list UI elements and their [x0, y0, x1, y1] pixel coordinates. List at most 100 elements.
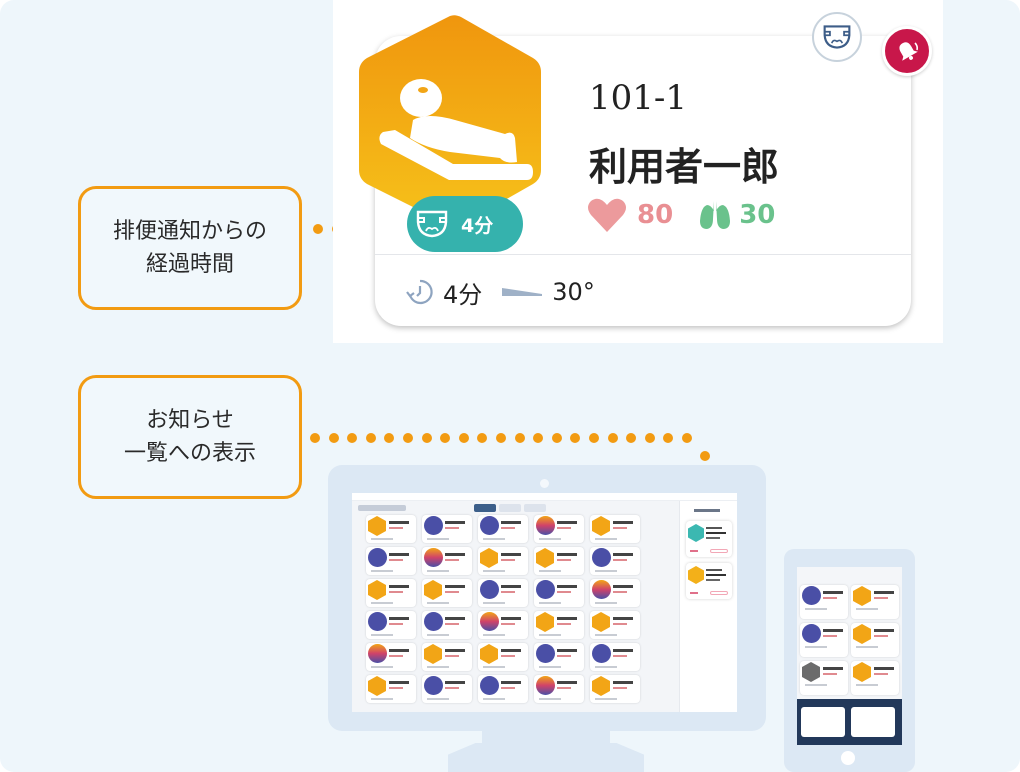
- callout-line: 排便通知からの: [112, 219, 267, 244]
- connector-dot: [514, 433, 525, 443]
- mini-user-card[interactable]: [851, 661, 899, 695]
- mini-user-card[interactable]: [478, 579, 528, 607]
- tablet-notification-popup: [797, 699, 902, 745]
- connector-dot: [570, 433, 581, 443]
- mini-user-card[interactable]: [422, 675, 472, 703]
- connector-dot: [440, 433, 451, 443]
- room-number: 101-1: [589, 78, 688, 118]
- diaper-icon: [823, 25, 851, 49]
- tab-mini[interactable]: [474, 504, 496, 512]
- notification-side-panel: [679, 501, 737, 712]
- connector-dot: [700, 451, 710, 461]
- diaper-notification-badge[interactable]: [812, 12, 862, 62]
- mini-user-card[interactable]: [478, 547, 528, 575]
- connector-dot: [365, 433, 376, 443]
- connector-dot: [644, 433, 655, 443]
- connector-dot: [310, 433, 320, 443]
- mini-user-card[interactable]: [851, 623, 899, 657]
- notification-item[interactable]: [686, 521, 732, 557]
- notification-item[interactable]: [801, 707, 845, 737]
- mini-user-card[interactable]: [590, 643, 640, 671]
- monitor-neck: [482, 731, 610, 743]
- card-footer: 4分 30°: [405, 272, 595, 312]
- mini-user-card[interactable]: [366, 547, 416, 575]
- mini-user-card[interactable]: [534, 675, 584, 703]
- mini-user-card[interactable]: [590, 547, 640, 575]
- connector-dot: [384, 433, 395, 443]
- mini-user-card[interactable]: [422, 579, 472, 607]
- bed-incline-icon: [502, 288, 543, 296]
- mini-user-card[interactable]: [366, 515, 416, 543]
- monitor-stand: [448, 743, 644, 772]
- mini-user-card[interactable]: [590, 579, 640, 607]
- callout-line: 経過時間: [145, 252, 234, 277]
- mini-user-card[interactable]: [851, 585, 899, 619]
- connector-dot: [551, 433, 562, 443]
- heart-rate-value: 80: [637, 200, 674, 230]
- mini-user-card[interactable]: [534, 547, 584, 575]
- desktop-dashboard-screen: [352, 493, 737, 712]
- mini-user-card[interactable]: [800, 623, 848, 657]
- mini-user-card[interactable]: [422, 547, 472, 575]
- tablet-device: [784, 549, 915, 772]
- desktop-monitor: [328, 465, 766, 731]
- mini-user-card[interactable]: [590, 675, 640, 703]
- mini-user-card[interactable]: [534, 611, 584, 639]
- connector-dot: [347, 433, 358, 443]
- diaper-icon: [416, 210, 448, 238]
- connector-dot: [421, 433, 432, 443]
- mini-user-card[interactable]: [366, 643, 416, 671]
- connector-dot: [328, 433, 339, 443]
- tab-mini[interactable]: [499, 504, 521, 512]
- mini-user-card[interactable]: [478, 611, 528, 639]
- window-titlebar: [352, 493, 737, 501]
- notification-item[interactable]: [686, 563, 732, 599]
- mini-user-card[interactable]: [366, 675, 416, 703]
- connector-dot: [477, 433, 488, 443]
- monitor-camera: [540, 479, 549, 488]
- mini-user-card[interactable]: [800, 661, 848, 695]
- mini-user-card[interactable]: [590, 611, 640, 639]
- user-card-grid: [366, 515, 646, 711]
- side-panel-title: [694, 509, 720, 512]
- mini-user-card[interactable]: [422, 643, 472, 671]
- alarm-badge[interactable]: [882, 26, 932, 76]
- tab-mini[interactable]: [524, 504, 546, 512]
- mini-user-card[interactable]: [534, 515, 584, 543]
- mini-user-card[interactable]: [478, 675, 528, 703]
- timer-icon: [406, 279, 433, 305]
- callout-line: お知らせ: [146, 408, 234, 433]
- dashboard-toolbar: [358, 504, 658, 515]
- respiration-rate: 30: [699, 199, 775, 231]
- mini-user-card[interactable]: [422, 611, 472, 639]
- mini-user-card[interactable]: [534, 579, 584, 607]
- connector-dot: [589, 433, 599, 443]
- callout-elapsed-time: 排便通知からの 経過時間: [78, 186, 302, 310]
- connector-dot: [403, 433, 413, 443]
- mini-user-card[interactable]: [366, 579, 416, 607]
- mini-user-card[interactable]: [534, 643, 584, 671]
- connector-dot: [626, 433, 637, 443]
- callout-line: 一覧への表示: [123, 441, 256, 466]
- heart-rate: 80: [587, 197, 673, 233]
- connector-dot: [458, 433, 469, 443]
- status-hexagon: [355, 12, 545, 230]
- tablet-card-grid: [800, 585, 899, 695]
- respiration-value: 30: [739, 200, 776, 230]
- diaper-elapsed-value: 4分: [461, 214, 494, 237]
- alarm-bell-icon: [899, 42, 919, 61]
- diaper-elapsed-badge[interactable]: 4分: [407, 196, 523, 252]
- heart-icon: [588, 198, 626, 232]
- connector-dot: [313, 224, 323, 234]
- connector-dot: [533, 433, 544, 443]
- tablet-dashboard-screen: [797, 567, 902, 745]
- card-divider: [375, 254, 911, 255]
- mini-user-card[interactable]: [800, 585, 848, 619]
- notification-item[interactable]: [851, 707, 895, 737]
- connector-dot: [682, 433, 692, 443]
- mini-user-card[interactable]: [478, 515, 528, 543]
- mini-user-card[interactable]: [422, 515, 472, 543]
- mini-user-card[interactable]: [366, 611, 416, 639]
- mini-user-card[interactable]: [478, 643, 528, 671]
- mini-user-card[interactable]: [590, 515, 640, 543]
